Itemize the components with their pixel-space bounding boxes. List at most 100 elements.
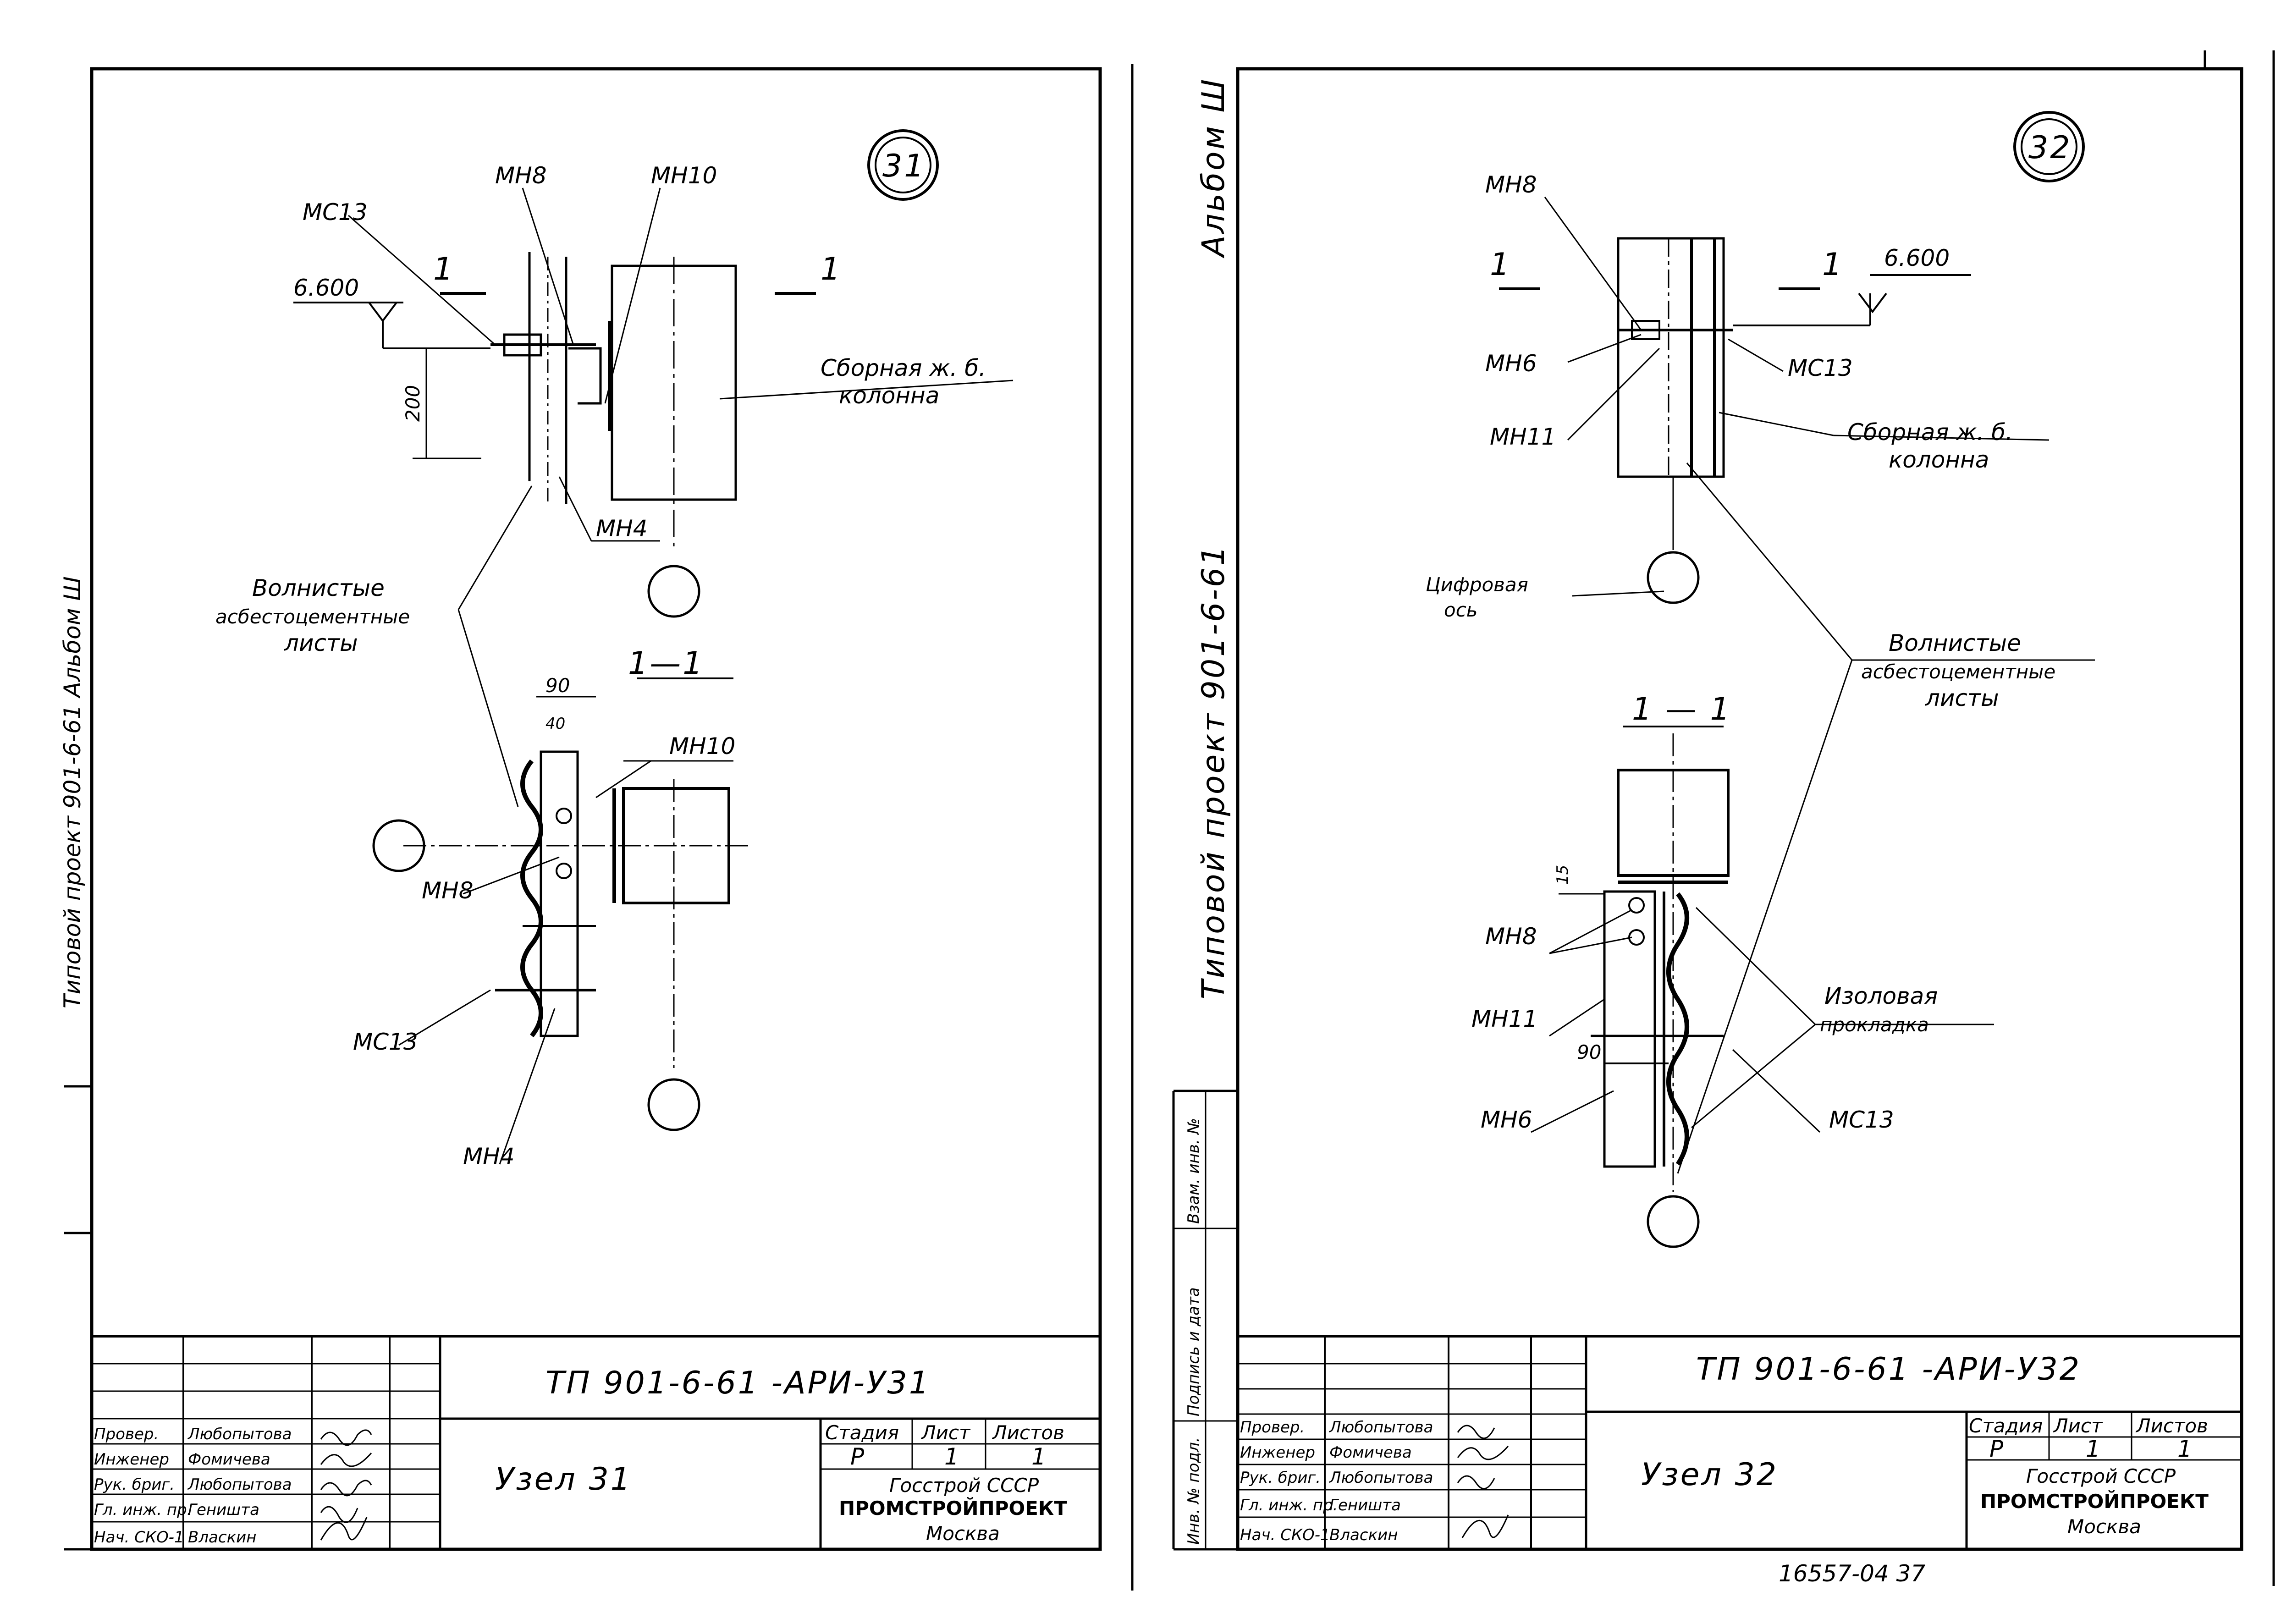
left-role-2: Рук. бриг.: [94, 1475, 175, 1494]
right-label-sheets-3: листы: [1925, 685, 1999, 711]
left-person-0: Любопытова: [187, 1425, 292, 1443]
left-label-column: Сборная ж. б.: [821, 355, 986, 381]
right-section-title: 1 — 1: [1632, 691, 1732, 727]
left-section-detail: [372, 677, 752, 1165]
left-person-4: Власкин: [188, 1528, 256, 1547]
right-hdr-sheets: Листов: [2135, 1415, 2208, 1437]
right-section-mark-1a: 1: [1490, 247, 1511, 283]
left-section-label-mn10: МН10: [669, 733, 735, 760]
right-org-1: Госстрой СССР: [2026, 1465, 2176, 1487]
right-elevation-detail: [1499, 197, 2095, 1174]
left-frame: [90, 67, 1102, 1551]
node-circle-31: 31: [867, 129, 939, 201]
right-side-title: Типовой проект 901-6-61: [1196, 544, 1232, 999]
right-label-mc13: МС13: [1788, 355, 1853, 381]
left-sheet-no: 1: [944, 1443, 959, 1470]
right-section-label-mn11: МН11: [1471, 1006, 1537, 1032]
left-person-1: Фомичева: [188, 1450, 270, 1469]
right-org-3: Москва: [2067, 1515, 2141, 1538]
right-frame: [1236, 67, 2243, 1551]
right-label-level: 6.600: [1884, 245, 1950, 271]
left-label-mn8: МН8: [495, 162, 547, 189]
svg-text:32: 32: [2028, 130, 2072, 166]
right-sheets-count: 1: [2177, 1436, 2192, 1462]
right-label-column: Сборная ж. б.: [1847, 419, 2013, 446]
left-signatures: [320, 1429, 372, 1541]
right-section-mark-1b: 1: [1822, 247, 1844, 283]
right-label-axis-1: Цифровая: [1426, 573, 1528, 596]
right-label-axis-2: ось: [1444, 599, 1478, 621]
left-sheets-count: 1: [1031, 1443, 1046, 1470]
right-label-mn6: МН6: [1485, 350, 1537, 377]
left-section-label-mc13: МС13: [353, 1029, 418, 1055]
right-side-album: Альбом Ш: [1196, 77, 1232, 259]
left-stage: Р: [850, 1443, 865, 1470]
node-circle-32: 32: [2013, 111, 2085, 182]
right-section-label-mn6: МН6: [1481, 1107, 1532, 1133]
left-person-2: Любопытова: [187, 1475, 292, 1494]
left-doc-code: ТП 901-6-61 -АРИ-У31: [545, 1365, 931, 1401]
right-sheet: Инв. № подл. Подпись и дата Взам. инв. №…: [1172, 50, 2275, 1587]
left-section-label-mn8: МН8: [422, 877, 474, 904]
svg-text:31: 31: [882, 148, 926, 184]
left-role-1: Инженер: [94, 1450, 169, 1469]
right-node-name: Узел 32: [1641, 1457, 1778, 1493]
left-org-2: ПРОМСТРОЙПРОЕКТ: [839, 1497, 1067, 1519]
right-label-gasket-2: прокладка: [1820, 1013, 1929, 1036]
left-section-label-mn4: МН4: [463, 1143, 515, 1170]
right-person-3: Геништа: [1329, 1496, 1401, 1514]
left-hdr-sheet: Лист: [920, 1421, 971, 1444]
right-dim-90: 90: [1577, 1041, 1601, 1063]
left-org-1: Госстрой СССР: [889, 1474, 1039, 1497]
right-role-1: Инженер: [1240, 1443, 1315, 1462]
right-person-2: Любопытова: [1328, 1469, 1433, 1487]
left-title-block: [92, 1335, 1100, 1549]
left-role-4: Нач. СКО-1: [94, 1528, 184, 1547]
right-signatures: [1457, 1425, 1509, 1538]
left-elevation-detail: [293, 187, 1014, 807]
right-person-4: Власкин: [1329, 1526, 1398, 1544]
left-section-mark-1b: 1: [821, 251, 842, 287]
left-section-title: 1—1: [628, 645, 705, 682]
left-hdr-sheets: Листов: [992, 1421, 1064, 1444]
right-sheet-no: 1: [2086, 1436, 2100, 1462]
right-role-2: Рук. бриг.: [1240, 1469, 1321, 1487]
left-label-level: 6.600: [293, 275, 359, 301]
right-person-1: Фомичева: [1329, 1443, 1412, 1462]
right-label-sheets-1: Волнистые: [1889, 630, 2021, 656]
right-label-gasket-1: Изоловая: [1824, 983, 1938, 1009]
right-section-label-mc13: МС13: [1829, 1107, 1894, 1133]
left-person-3: Геништа: [188, 1501, 259, 1519]
stamp-col-inv: Инв. № подл.: [1185, 1437, 1203, 1545]
right-label-mn8: МН8: [1485, 171, 1537, 198]
left-role-3: Гл. инж. пр.: [94, 1501, 192, 1519]
left-dim-200: 200: [402, 385, 424, 422]
right-stage: Р: [1989, 1436, 2004, 1462]
left-role-0: Провер.: [94, 1425, 159, 1443]
left-label-sheets-2: асбестоцементные: [215, 606, 410, 628]
right-stamp-columns: [1172, 1090, 1238, 1549]
left-label-sheets-1: Волнистые: [252, 575, 385, 601]
left-label-mc13: МС13: [303, 199, 368, 226]
right-label-column-2: колонна: [1889, 446, 1989, 473]
left-hdr-stage: Стадия: [825, 1421, 899, 1444]
right-person-0: Любопытова: [1328, 1418, 1433, 1437]
right-role-0: Провер.: [1240, 1418, 1305, 1437]
left-dim-40: 40: [545, 715, 565, 733]
left-sheet: Типовой проект 901-6-61 Альбом Ш 31: [59, 64, 1134, 1591]
right-label-mn11: МН11: [1490, 424, 1556, 450]
right-title-block: [1238, 1335, 2242, 1549]
right-section-label-mn8: МН8: [1485, 923, 1537, 950]
right-footer-number: 16557-04 37: [1779, 1560, 1925, 1587]
stamp-col-replace: Взам. инв. №: [1185, 1118, 1203, 1224]
left-label-mn10: МН10: [651, 162, 717, 189]
stamp-col-sign: Подпись и дата: [1185, 1287, 1203, 1416]
left-side-stamp: Типовой проект 901-6-61 Альбом Ш: [59, 576, 86, 1008]
right-section-detail: [1531, 726, 1994, 1248]
right-dim-15: 15: [1554, 865, 1572, 885]
right-hdr-stage: Стадия: [1969, 1415, 2043, 1437]
right-doc-code: ТП 901-6-61 -АРИ-У32: [1696, 1351, 2081, 1387]
left-label-mn4: МН4: [596, 515, 648, 542]
left-dim-90: 90: [545, 674, 570, 697]
